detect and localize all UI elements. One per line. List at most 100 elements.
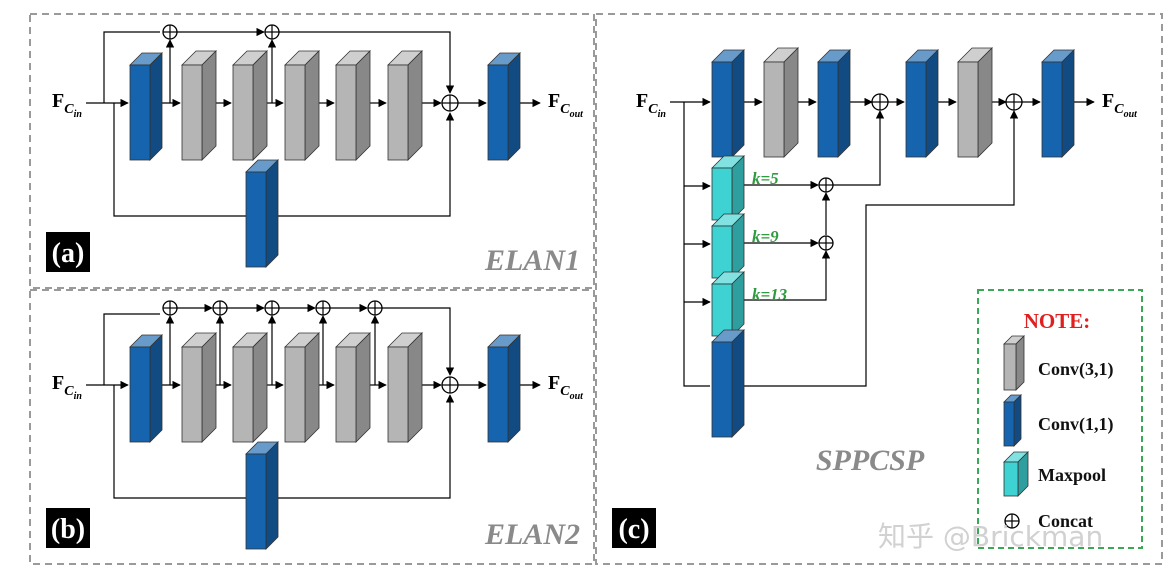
legend-label-conv1: Conv(1,1): [1038, 414, 1114, 435]
elan1-conv3-1-side: [201, 50, 217, 161]
elan1-conv3-5-side: [407, 50, 423, 161]
sppcsp-conv3-a-front: [763, 61, 785, 158]
elan2-conv3-3-side: [304, 332, 320, 443]
elan1-concat-node: [441, 94, 459, 112]
sppcsp-branch-to-concat: [744, 110, 1019, 387]
sppcsp-concat-node-1: [871, 93, 889, 111]
sppcsp-conv3-b-side: [977, 47, 993, 158]
title-elan1: ELAN1: [484, 244, 580, 277]
elan1-top-node-1: [162, 24, 178, 40]
elan2-conv1-out: [487, 334, 521, 443]
sppcsp-conv1-a-front: [711, 61, 733, 158]
elan2-concat-node: [441, 376, 459, 394]
title-elan2: ELAN2: [484, 518, 580, 551]
elan1-conv1-in-side: [149, 52, 163, 161]
sppcsp-conv3-b: [957, 47, 993, 158]
sppcsp-output-label: FCout: [1102, 90, 1138, 120]
sppcsp-k-label-2: k=9: [752, 227, 779, 246]
legend-blue-block-icon-front: [1003, 401, 1015, 447]
legend-cyan-block-icon: [1003, 451, 1029, 497]
elan2-conv1-in: [129, 334, 163, 443]
sppcsp-left-trunk: [683, 102, 710, 387]
tag-c: (c): [618, 514, 649, 545]
sppcsp-k-label-1: k=5: [752, 169, 779, 188]
elan2-output-label: FCout: [548, 372, 584, 402]
elan2-conv3-3-front: [284, 346, 306, 443]
legend-label-conv3: Conv(3,1): [1038, 359, 1114, 380]
elan2-conv3-1: [181, 332, 217, 443]
elan1-input-label: FCin: [52, 90, 82, 120]
tag-a-bg: [46, 232, 90, 272]
elan2-bottom-branch-in: [113, 385, 246, 499]
elan2-conv3-5-front: [387, 346, 409, 443]
elan1-conv3-1-front: [181, 64, 203, 161]
elan1-conv3-4-side: [355, 50, 371, 161]
tag-a: (a): [52, 238, 85, 269]
watermark: 知乎 @Brickman: [878, 520, 1103, 553]
sppcsp-concat-node-2: [1005, 93, 1023, 111]
sppcsp-input-label: FCin: [636, 90, 666, 120]
tag-b: (b): [51, 514, 85, 545]
elan1-conv3-4: [335, 50, 371, 161]
elan1-conv3-2-front: [232, 64, 254, 161]
sppcsp-conv1-branch-front: [711, 341, 733, 438]
elan1-conv1-branch-side: [265, 159, 279, 268]
elan2-top-node-5: [367, 300, 383, 316]
elan1-conv3-3-front: [284, 64, 306, 161]
sppcsp-conv1-b: [817, 49, 851, 158]
elan1-bottom-branch-out: [278, 112, 455, 217]
sppcsp-conv3-a-side: [783, 47, 799, 158]
legend-blue-block-icon-side: [1013, 394, 1022, 447]
elan2-conv3-2: [232, 332, 268, 443]
elan1-conv1-out-front: [487, 64, 509, 161]
sppcsp-conv1-out-front: [1041, 61, 1063, 158]
sppcsp-conv1-out-side: [1061, 49, 1075, 158]
sppcsp-nodea-to-concat: [833, 110, 885, 186]
elan2-top-chain-out: [382, 307, 455, 376]
sppcsp-conv1-b-side: [837, 49, 851, 158]
legend-label-maxpool: Maxpool: [1038, 465, 1106, 485]
elan2-conv1-out-front: [487, 346, 509, 443]
legend-blue-block-icon: [1003, 394, 1022, 447]
elan2-conv3-1-front: [181, 346, 203, 443]
sppcsp-conv1-c: [905, 49, 939, 158]
elan2-conv3-2-front: [232, 346, 254, 443]
legend-gray-block-icon-side: [1015, 335, 1025, 391]
elan2-conv3-4: [335, 332, 371, 443]
sppcsp-conv1-a-side: [731, 49, 745, 158]
panel-a-border: [29, 13, 595, 289]
legend-icons: [1003, 335, 1029, 529]
elan2-input-label: FCin: [52, 372, 82, 402]
legend-gray-block-icon: [1003, 335, 1025, 391]
elan2-top-node-3: [264, 300, 280, 316]
legend-cyan-block-icon-front: [1003, 461, 1019, 497]
concat-nodes: [162, 24, 1023, 394]
elan2-bottom-branch-out: [278, 394, 455, 499]
elan1-top-chain-2: [279, 31, 455, 94]
tag-b-bg: [46, 508, 90, 548]
elan1-conv1-out: [487, 52, 521, 161]
elan1-conv3-1: [181, 50, 217, 161]
sppcsp-conv1-out: [1041, 49, 1075, 158]
elan1-conv3-2: [232, 50, 268, 161]
elan2-conv1-branch: [245, 441, 279, 550]
panel-b-border: [29, 289, 595, 565]
elan1-conv3-5-front: [387, 64, 409, 161]
elan2-conv3-2-side: [252, 332, 268, 443]
tag-c-bg: [612, 508, 656, 548]
sppcsp-conv3-a: [763, 47, 799, 158]
sppcsp-maxpool-3: [711, 271, 745, 337]
elan1-output-label: FCout: [548, 90, 584, 120]
sppcsp-maxpool-1-front: [711, 167, 733, 221]
elan2-conv3-1-side: [201, 332, 217, 443]
sppcsp-maxpool-2-front: [711, 225, 733, 279]
elan1-conv3-3: [284, 50, 320, 161]
elan2-conv3-5-side: [407, 332, 423, 443]
elan2-conv3-4-front: [335, 346, 357, 443]
legend-box: [977, 289, 1143, 549]
sppcsp-maxpool-1: [711, 155, 745, 221]
elan2-conv1-branch-front: [245, 453, 267, 550]
elan1-conv3-2-side: [252, 50, 268, 161]
